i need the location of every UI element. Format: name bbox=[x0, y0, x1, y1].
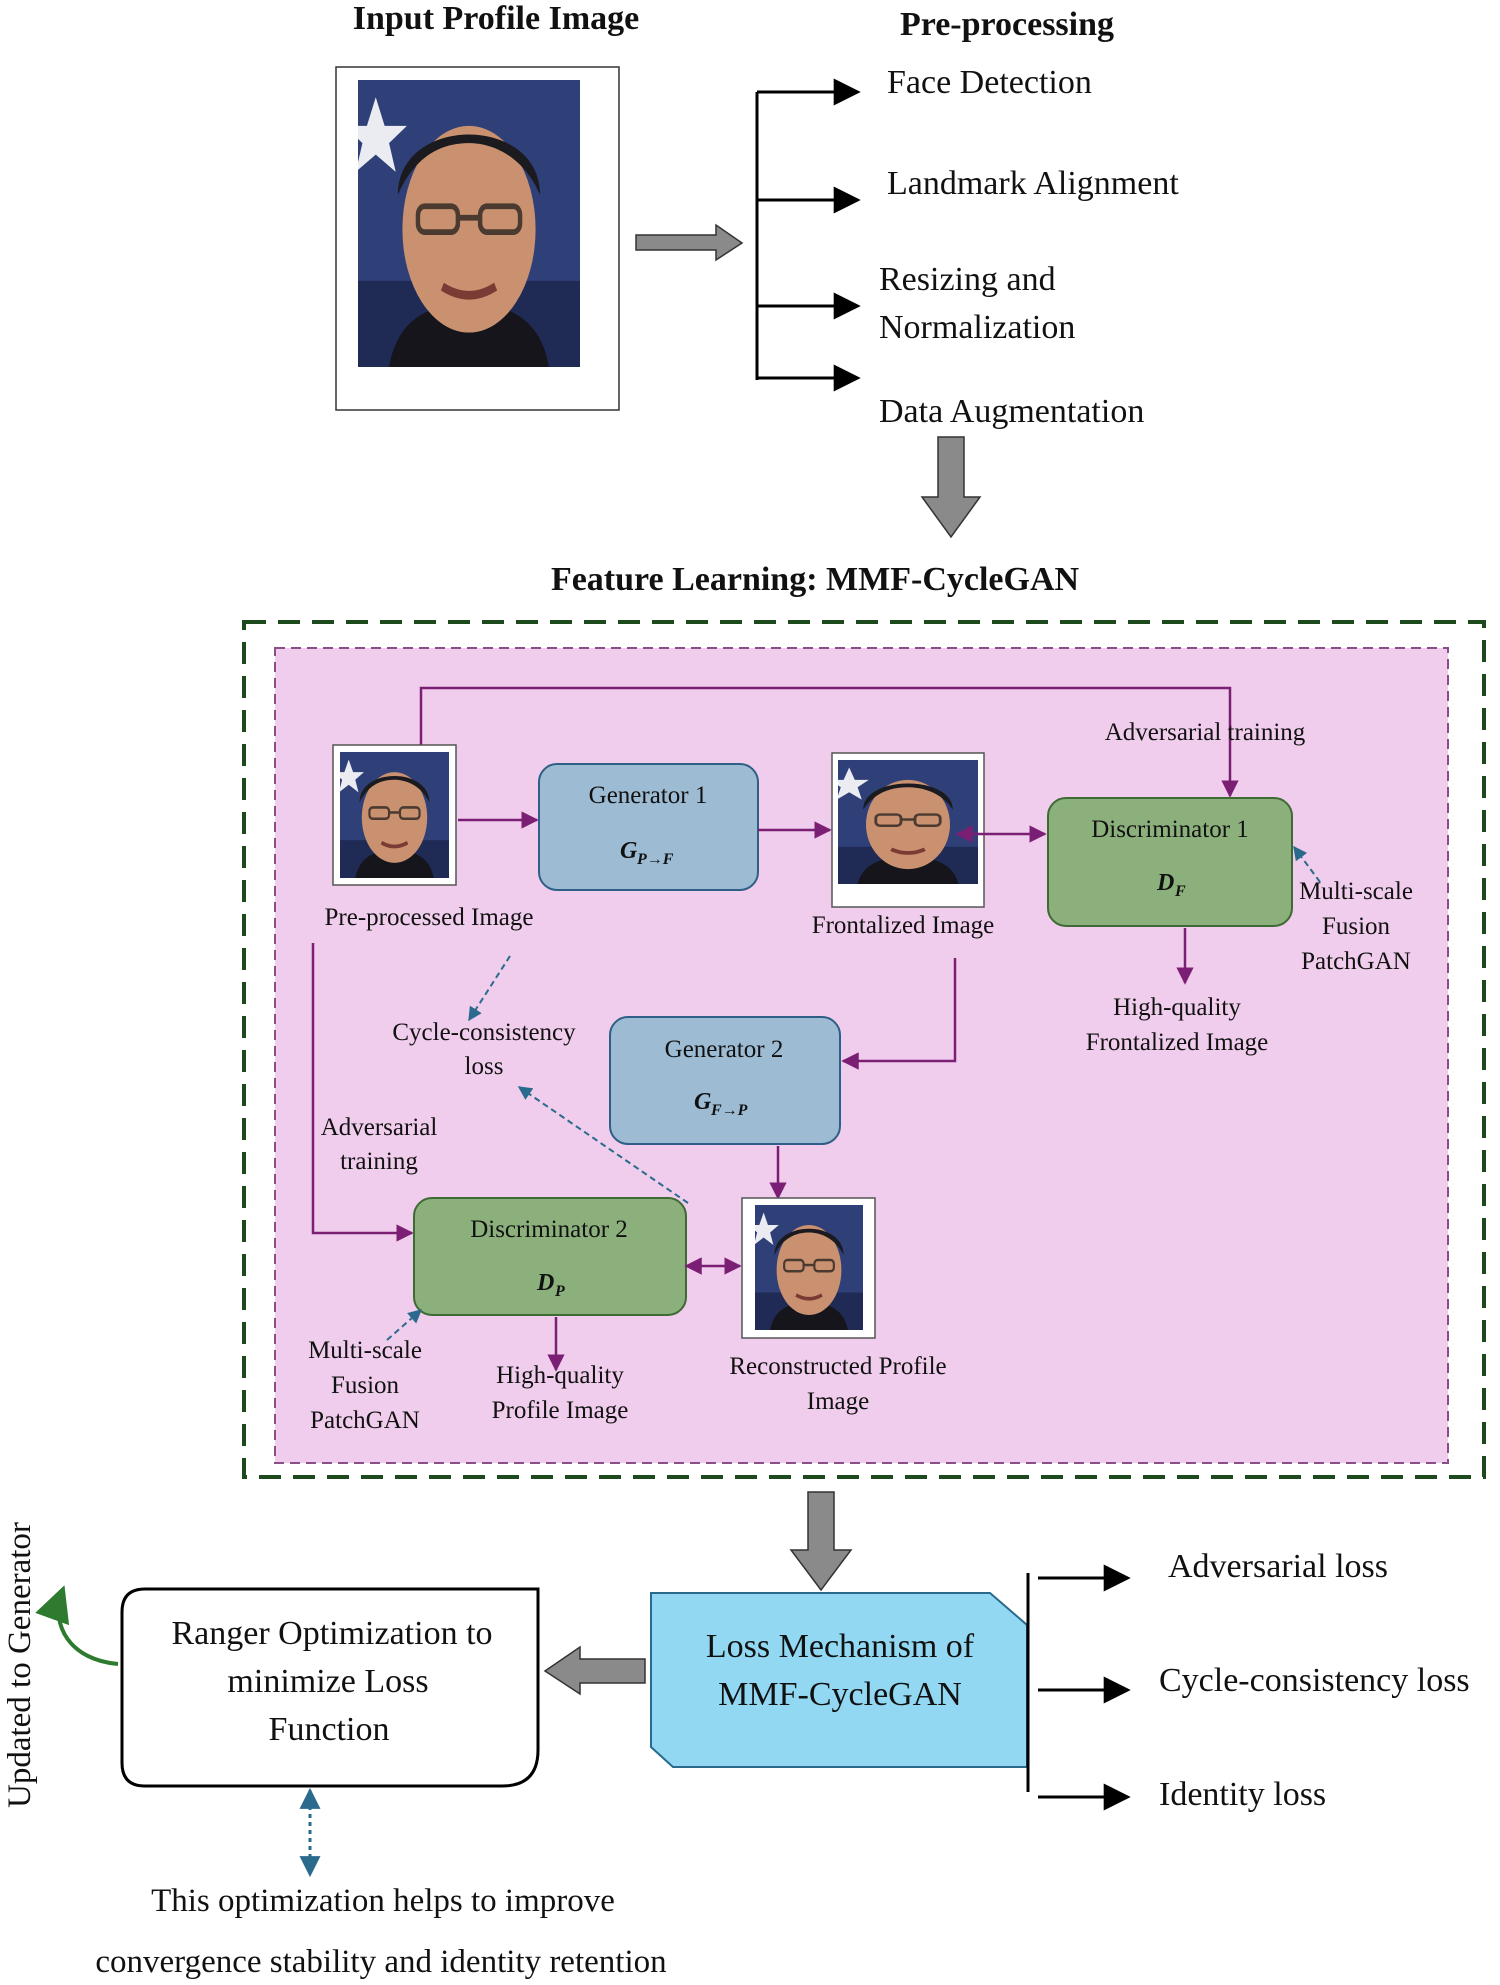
step-data-augmentation: Data Augmentation bbox=[879, 393, 1144, 430]
optimizer-line3: Function bbox=[269, 1711, 390, 1748]
curved-arrow-icon bbox=[35, 1585, 119, 1666]
adversarial-top-loop bbox=[419, 686, 1239, 798]
preprocessing-title: Pre-processing bbox=[900, 6, 1114, 43]
generator-1-box: Generator 1 G P→F bbox=[538, 763, 759, 891]
preprocessed-image bbox=[332, 744, 457, 886]
gray-arrow-icon bbox=[543, 1645, 646, 1696]
adversarial-training-top-label: Adversarial training bbox=[1105, 719, 1306, 746]
outer-dashed-frame bbox=[242, 620, 1486, 1479]
discriminator-2-subscript: P bbox=[554, 1283, 565, 1300]
adversarial-left-loop bbox=[311, 943, 414, 1242]
generator-2-label: Generator 2 bbox=[665, 1036, 784, 1063]
generator-2-subscript: F→P bbox=[710, 1102, 748, 1119]
loss-identity: Identity loss bbox=[1159, 1776, 1326, 1813]
preprocessing-bracket bbox=[755, 78, 861, 392]
discriminator-1-label: Discriminator 1 bbox=[1091, 816, 1249, 843]
ranger-optimizer-box: Ranger Optimization to minimize Loss Fun… bbox=[120, 1587, 540, 1788]
reconstructed-label-line1: Reconstructed Profile bbox=[729, 1353, 946, 1380]
frontalized-image-label: Frontalized Image bbox=[812, 912, 995, 939]
hq-profile-line2: Profile Image bbox=[492, 1397, 629, 1424]
hq-profile-line1: High-quality bbox=[496, 1362, 624, 1389]
feature-learning-title: Feature Learning: MMF-CycleGAN bbox=[551, 561, 1080, 598]
adversarial-left-line1: Adversarial bbox=[321, 1114, 438, 1141]
loss-bracket bbox=[1026, 1564, 1131, 1811]
hq-frontal-line1: High-quality bbox=[1113, 994, 1241, 1021]
discriminator-2-box: Discriminator 2 D P bbox=[413, 1197, 687, 1316]
patchgan1-dashed-arrow bbox=[1293, 845, 1321, 883]
step-resizing: Resizing and bbox=[879, 261, 1056, 298]
generator-1-label: Generator 1 bbox=[589, 782, 708, 809]
note-line2: convergence stability and identity reten… bbox=[95, 1944, 666, 1980]
patchgan1-line3: PatchGAN bbox=[1301, 948, 1411, 975]
cycle-loss-arrow-from-disc2 bbox=[517, 1086, 689, 1204]
discriminator-2-symbol: D bbox=[536, 1270, 554, 1296]
face-photo-icon bbox=[755, 1205, 863, 1330]
frontalized-image bbox=[830, 752, 985, 908]
adversarial-left-line2: training bbox=[340, 1148, 418, 1175]
generator-1-symbol: G bbox=[620, 838, 638, 864]
face-photo-icon bbox=[830, 760, 978, 884]
step-face-detection: Face Detection bbox=[887, 64, 1092, 101]
cycle-loss-arrow-from-pre bbox=[468, 955, 511, 1022]
face-photo-icon bbox=[345, 80, 580, 367]
step-landmark-alignment: Landmark Alignment bbox=[887, 165, 1179, 202]
hq-frontal-line2: Frontalized Image bbox=[1086, 1029, 1269, 1056]
patchgan2-line2: Fusion bbox=[331, 1372, 400, 1399]
discriminator-1-subscript: F bbox=[1174, 883, 1186, 900]
face-photo-icon bbox=[340, 752, 449, 878]
optimizer-line2: minimize Loss bbox=[227, 1663, 428, 1700]
loss-mechanism-line2: MMF-CycleGAN bbox=[718, 1676, 962, 1713]
down-arrow-to-feature-learning bbox=[920, 436, 982, 539]
arrow-frontal-to-gen2 bbox=[841, 958, 957, 1070]
loss-adversarial: Adversarial loss bbox=[1168, 1548, 1388, 1585]
discriminator-2-label: Discriminator 2 bbox=[470, 1216, 628, 1243]
patchgan2-line3: PatchGAN bbox=[310, 1407, 420, 1434]
loss-cycle-consistency: Cycle-consistency loss bbox=[1159, 1662, 1470, 1699]
updated-to-generator-label: Updated to Generator bbox=[2, 1522, 38, 1808]
reconstructed-label-line2: Image bbox=[807, 1388, 869, 1415]
patchgan2-line1: Multi-scale bbox=[308, 1337, 422, 1364]
input-profile-image bbox=[335, 66, 620, 411]
loss-mechanism-line1: Loss Mechanism of bbox=[706, 1628, 975, 1665]
down-arrow-to-loss bbox=[789, 1491, 853, 1592]
step-normalization: Normalization bbox=[879, 309, 1075, 346]
note-line1: This optimization helps to improve bbox=[151, 1883, 615, 1919]
reconstructed-image bbox=[741, 1197, 876, 1339]
input-profile-title: Input Profile Image bbox=[353, 0, 639, 37]
generator-2-box: Generator 2 G F→P bbox=[609, 1016, 841, 1145]
gray-arrow-icon bbox=[635, 223, 744, 262]
patchgan1-line2: Fusion bbox=[1322, 913, 1391, 940]
loss-mechanism-box: Loss Mechanism of MMF-CycleGAN bbox=[650, 1592, 1028, 1768]
discriminator-1-box: Discriminator 1 D F bbox=[1047, 797, 1293, 927]
optimizer-line1: Ranger Optimization to bbox=[171, 1615, 492, 1652]
patchgan1-line1: Multi-scale bbox=[1299, 878, 1413, 905]
discriminator-1-symbol: D bbox=[1156, 870, 1174, 896]
cycle-loss-line2: loss bbox=[465, 1053, 504, 1080]
preprocessed-image-label: Pre-processed Image bbox=[325, 904, 534, 931]
patchgan2-dashed-arrow bbox=[386, 1309, 423, 1341]
generator-2-symbol: G bbox=[694, 1089, 712, 1115]
generator-1-subscript: P→F bbox=[636, 851, 674, 868]
cycle-loss-line1: Cycle-consistency bbox=[392, 1019, 576, 1046]
